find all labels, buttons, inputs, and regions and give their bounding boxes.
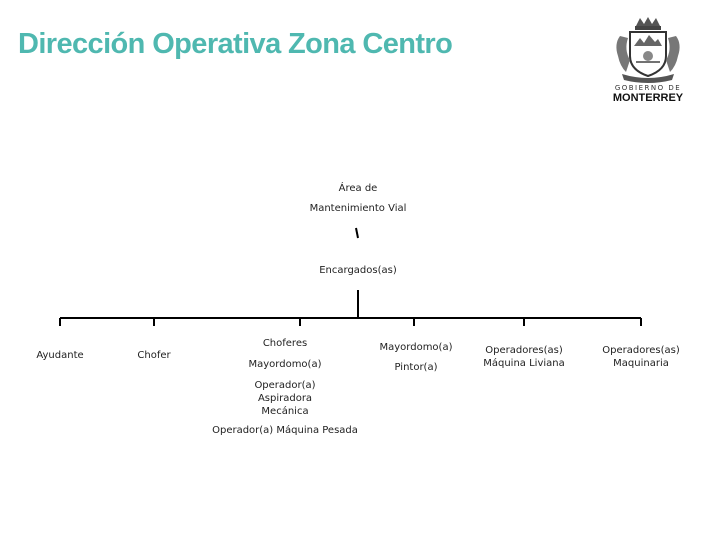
group1-item: Mayordomo(a) [248, 359, 322, 370]
page-title: Dirección Operativa Zona Centro [18, 28, 453, 60]
node-root-line2: Mantenimiento Vial [309, 203, 407, 214]
node-liviana: Operadores(as) Máquina Liviana [483, 345, 565, 369]
logo-line2: MONTERREY [612, 92, 684, 104]
coat-of-arms-icon [616, 17, 680, 83]
node-encargados: Encargados(as) [319, 265, 397, 276]
group1-item: Choferes [262, 338, 308, 349]
group1-item: Operador(a) Aspiradora Mecánica [254, 380, 316, 417]
group2-item: Pintor(a) [394, 362, 438, 373]
group2-item: Mayordomo(a) [379, 342, 453, 353]
node-ayudante: Ayudante [36, 350, 84, 361]
gobierno-monterrey-logo: GOBIERNO DE MONTERREY [606, 16, 690, 108]
node-maquinaria: Operadores(as) Maquinaria [602, 345, 680, 369]
node-group2: Mayordomo(a) Pintor(a) [364, 341, 468, 374]
node-group1: Choferes Mayordomo(a) Operador(a) Aspira… [210, 337, 360, 437]
connector-root [355, 227, 359, 239]
connector-drops [59, 318, 642, 326]
node-root-line1: Área de [338, 183, 378, 194]
node-root: Área de Mantenimiento Vial [298, 182, 418, 215]
group1-item: Operador(a) Máquina Pesada [212, 425, 358, 436]
logo-line1: GOBIERNO DE [614, 84, 682, 92]
node-chofer: Chofer [137, 350, 171, 361]
